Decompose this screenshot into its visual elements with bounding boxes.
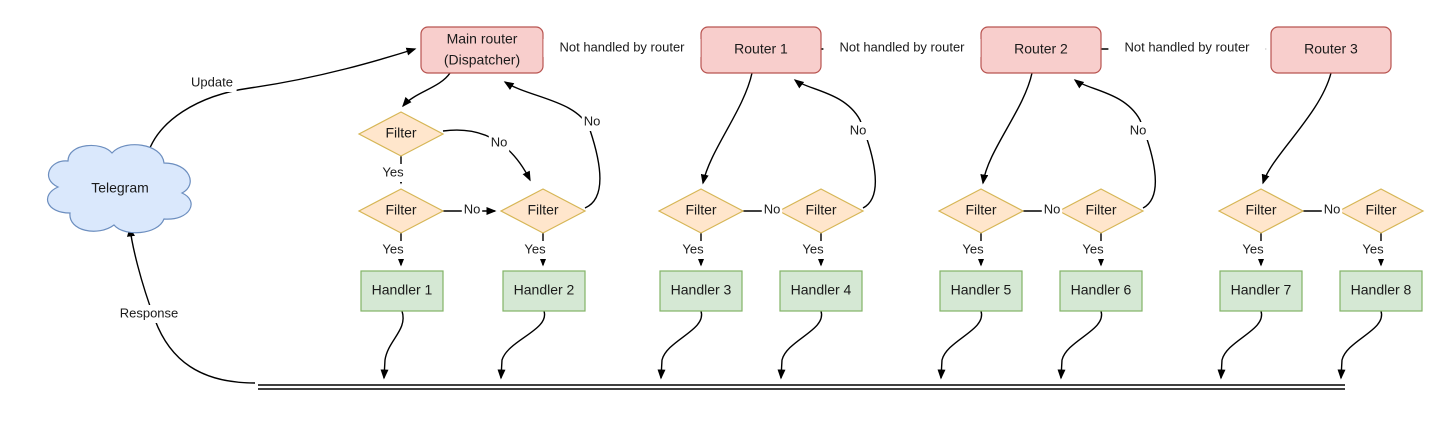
- filter-a3-diamond: [499, 188, 587, 234]
- node-filter-b2[interactable]: Filter: [777, 188, 865, 234]
- edge-label-backdrop: [1041, 201, 1063, 219]
- edge-label-backdrop: [1108, 39, 1266, 57]
- edge-edge-handler-2-to-bus: [497, 310, 546, 380]
- edge-label-backdrop: [1127, 122, 1149, 140]
- edge-edge-filter-c2-no-back: [1073, 79, 1156, 209]
- edge-label-backdrop: [823, 39, 981, 57]
- edge-edge-router3-to-filter-d1: [1261, 72, 1332, 185]
- edge-edge-router2-to-filter-c1: [980, 72, 1033, 185]
- edge-edge-handler-5-to-bus: [937, 310, 983, 380]
- node-filter-d1[interactable]: Filter: [1217, 188, 1305, 234]
- filter-d1-diamond: [1217, 188, 1305, 234]
- node-filter-b1[interactable]: Filter: [657, 188, 745, 234]
- edge-label-backdrop: [521, 241, 549, 259]
- node-handler-6[interactable]: Handler 6: [1059, 270, 1143, 312]
- edge-label-backdrop: [187, 74, 237, 92]
- handler-6-box: [1059, 270, 1143, 312]
- filter-c2-diamond: [1057, 188, 1145, 234]
- node-handler-3[interactable]: Handler 3: [659, 270, 743, 312]
- edge-edge-router1-to-filter-b1: [700, 72, 753, 185]
- edge-label-backdrop: [1079, 241, 1107, 259]
- node-handler-2[interactable]: Handler 2: [502, 270, 586, 312]
- edge-label-backdrop: [581, 113, 603, 131]
- cloud-shape: [46, 144, 192, 234]
- node-handler-7[interactable]: Handler 7: [1219, 270, 1303, 312]
- handler-7-box: [1219, 270, 1303, 312]
- edge-label-backdrop: [543, 39, 701, 57]
- node-handler-1[interactable]: Handler 1: [360, 270, 444, 312]
- filter-b1-diamond: [657, 188, 745, 234]
- edge-label-backdrop: [488, 134, 510, 152]
- edge-label-backdrop: [461, 201, 483, 219]
- router-3-box: [1270, 26, 1392, 74]
- edge-label-backdrop: [117, 305, 181, 323]
- handler-8-box: [1339, 270, 1423, 312]
- edge-label-backdrop: [847, 122, 869, 140]
- node-filter-c1[interactable]: Filter: [937, 188, 1025, 234]
- node-filter-a2[interactable]: Filter: [357, 188, 445, 234]
- node-filter-a3[interactable]: Filter: [499, 188, 587, 234]
- telegram-cloud-node[interactable]: Telegram: [46, 144, 192, 234]
- filter-a1-diamond: [357, 111, 445, 157]
- node-main-router[interactable]: Main router(Dispatcher): [420, 26, 544, 74]
- filter-d2-diamond: [1337, 188, 1425, 234]
- edge-label-backdrop: [679, 241, 707, 259]
- node-handler-4[interactable]: Handler 4: [779, 270, 863, 312]
- node-filter-c2[interactable]: Filter: [1057, 188, 1145, 234]
- router-1-box: [700, 26, 822, 74]
- edge-edge-handler-8-to-bus: [1337, 310, 1383, 380]
- edge-edge-handler-7-to-bus: [1217, 310, 1263, 380]
- node-handler-8[interactable]: Handler 8: [1339, 270, 1423, 312]
- filter-b2-diamond: [777, 188, 865, 234]
- handler-1-box: [360, 270, 444, 312]
- edge-label-backdrop: [379, 164, 407, 182]
- main-router-box: [420, 26, 544, 74]
- edge-edge-filter-b2-no-back: [793, 79, 876, 209]
- router-2-box: [980, 26, 1102, 74]
- node-filter-a1[interactable]: Filter: [357, 111, 445, 157]
- edge-label-backdrop: [799, 241, 827, 259]
- node-handler-5[interactable]: Handler 5: [939, 270, 1023, 312]
- edge-label-backdrop: [761, 201, 783, 219]
- edge-edge-handler-6-to-bus: [1057, 310, 1103, 380]
- edge-edge-handler-3-to-bus: [657, 310, 703, 380]
- edge-label-backdrop: [959, 241, 987, 259]
- edge-label-backdrop: [1321, 201, 1343, 219]
- edge-edge-update: [145, 47, 417, 161]
- nodes-layer: Telegram Main router(Dispatcher) Router 1 R…: [46, 26, 1425, 312]
- node-router-3[interactable]: Router 3: [1270, 26, 1392, 74]
- handler-4-box: [779, 270, 863, 312]
- edges-layer: [127, 45, 1385, 384]
- edge-label-backdrop: [379, 241, 407, 259]
- edge-label-backdrop: [1359, 241, 1387, 259]
- edge-edge-mainrouter-to-filter-a1: [402, 72, 451, 108]
- node-router-2[interactable]: Router 2: [980, 26, 1102, 74]
- filter-c1-diamond: [937, 188, 1025, 234]
- edge-edge-handler-4-to-bus: [777, 310, 823, 380]
- node-filter-d2[interactable]: Filter: [1337, 188, 1425, 234]
- edge-edge-handler-1-to-bus: [380, 310, 404, 380]
- handler-5-box: [939, 270, 1023, 312]
- node-router-1[interactable]: Router 1: [700, 26, 822, 74]
- response-bus-layer: [258, 384, 1345, 390]
- edge-label-backdrop: [1239, 241, 1267, 259]
- filter-a2-diamond: [357, 188, 445, 234]
- edge-edge-filter-a1-no: [442, 129, 531, 182]
- handler-3-box: [659, 270, 743, 312]
- handler-2-box: [502, 270, 586, 312]
- edge-edge-filter-a3-no-back: [503, 81, 601, 209]
